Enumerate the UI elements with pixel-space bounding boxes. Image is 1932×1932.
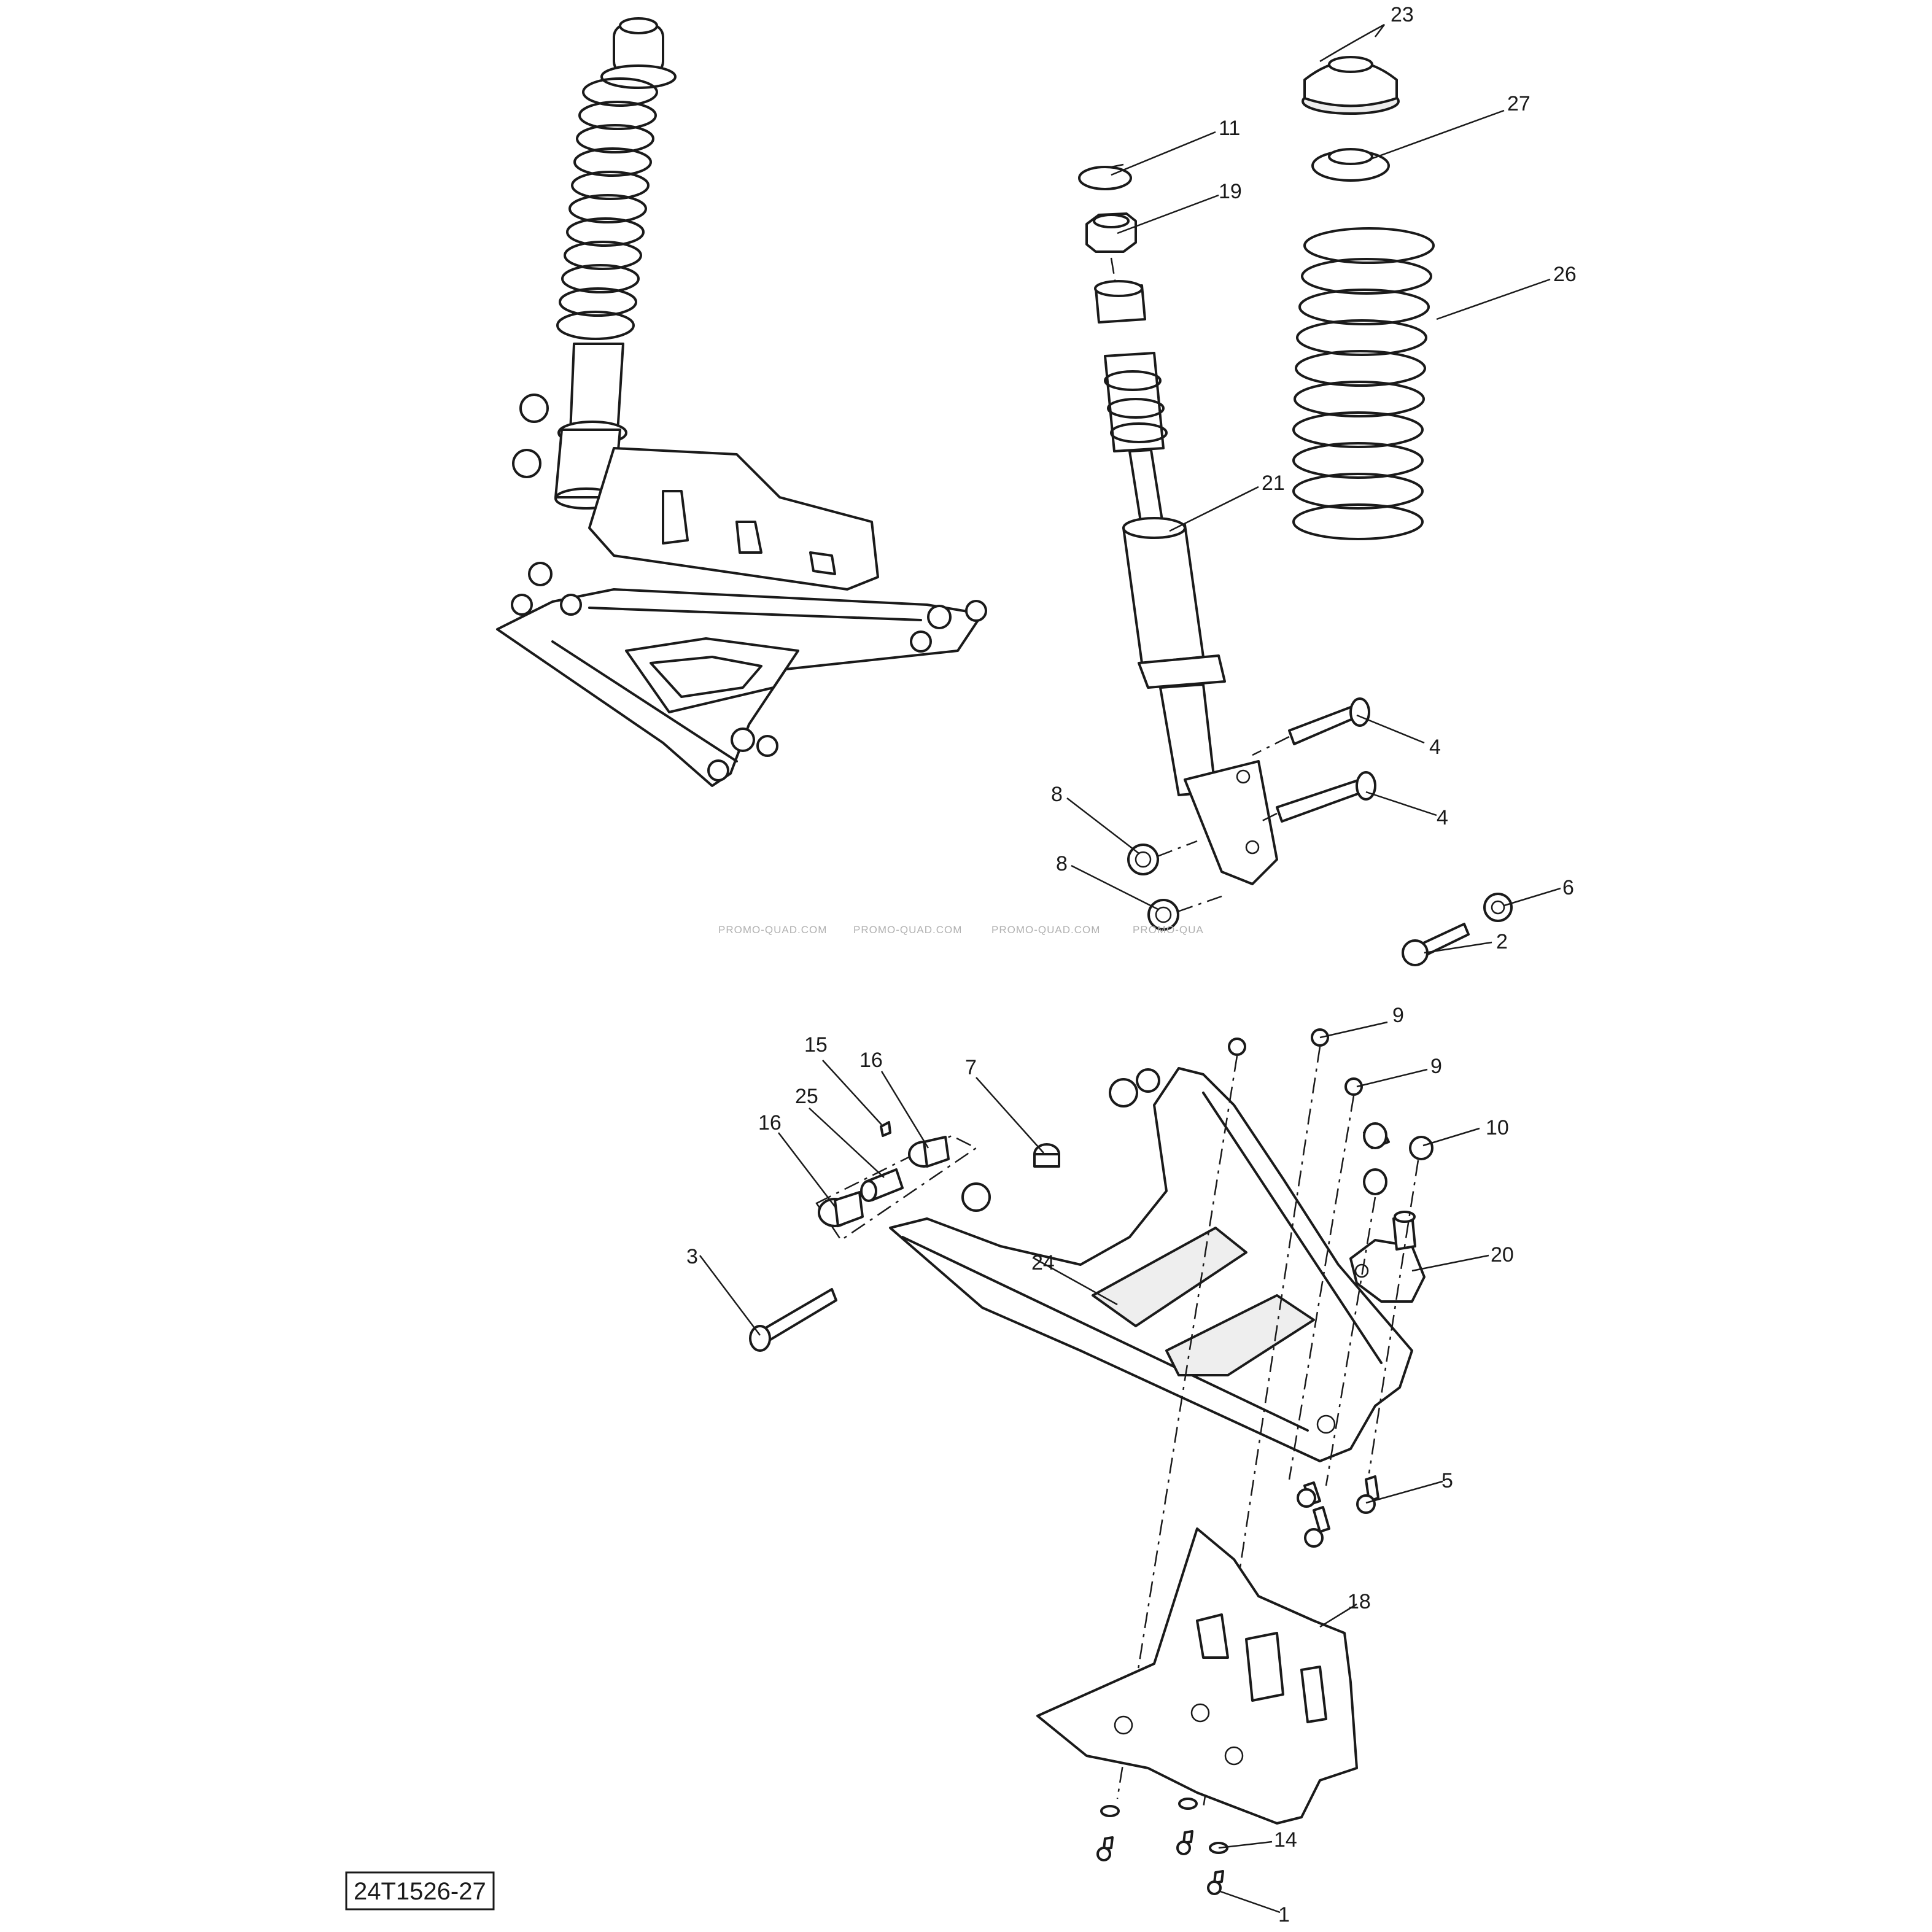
callout-9-lower: 9 <box>1430 1055 1442 1078</box>
part-18-skid-plate <box>1036 1527 1358 1825</box>
part-24-a-arm <box>889 1067 1413 1462</box>
assembled-coil-spring <box>556 77 658 340</box>
watermark-2: PROMO-QUAD.COM <box>853 924 962 936</box>
callout-10: 10 <box>1486 1116 1509 1139</box>
part-27-spring-seat <box>1311 148 1390 182</box>
part-1-bolts <box>1096 1830 1224 1895</box>
part-4-bolt-upper <box>1288 697 1370 745</box>
part-16-bushing-right <box>908 1136 950 1168</box>
part-14-washers <box>1100 1798 1228 1854</box>
callout-20: 20 <box>1491 1243 1514 1267</box>
assembled-a-arm <box>496 562 987 787</box>
part-23-spring-retainer <box>1302 56 1400 115</box>
part-9-nut-upper <box>1228 1028 1329 1056</box>
part-8-nut-lower <box>1147 899 1179 931</box>
callout-6: 6 <box>1562 876 1574 899</box>
diagram-reference-box: 24T1526-27 <box>345 1871 495 1911</box>
part-4-bolt-lower <box>1276 771 1376 823</box>
watermark-4: PROMO-QUA <box>1133 924 1204 936</box>
part-21-shock-absorber <box>1094 280 1278 885</box>
part-8-nut-upper <box>1127 844 1159 875</box>
callout-4-upper: 4 <box>1429 735 1441 759</box>
callout-leaders <box>699 23 1561 1914</box>
watermark-1: PROMO-QUAD.COM <box>718 924 827 936</box>
part-3-bolt <box>749 1288 837 1352</box>
part-25-sleeve <box>860 1168 904 1202</box>
callout-3: 3 <box>686 1245 698 1268</box>
callout-11: 11 <box>1219 117 1240 140</box>
watermark-3: PROMO-QUAD.COM <box>991 924 1100 936</box>
callout-5: 5 <box>1441 1469 1453 1492</box>
callout-15: 15 <box>804 1033 828 1057</box>
callout-27: 27 <box>1507 92 1530 115</box>
callout-18: 18 <box>1348 1590 1371 1613</box>
part-20-ball-joint <box>1349 1211 1426 1303</box>
assembled-skid-plate <box>588 447 879 591</box>
callout-2: 2 <box>1496 930 1508 953</box>
part-15-pin <box>880 1121 891 1137</box>
part-10-nuts <box>1363 1122 1433 1195</box>
callout-24: 24 <box>1031 1251 1055 1274</box>
part-16-bushing-left <box>818 1191 864 1227</box>
part-19-lock-nut <box>1085 212 1137 253</box>
callout-16-lower: 16 <box>758 1111 782 1135</box>
callout-9-upper: 9 <box>1392 1004 1404 1027</box>
part-6-nut <box>1483 893 1513 922</box>
assembled-suspension-view <box>496 17 987 787</box>
callout-8-lower: 8 <box>1056 852 1068 875</box>
part-11-circlip <box>1078 163 1132 190</box>
callout-23: 23 <box>1391 3 1414 26</box>
callout-19: 19 <box>1219 180 1242 203</box>
part-5-bolts <box>1297 1475 1379 1548</box>
callout-4-lower: 4 <box>1437 806 1448 829</box>
callout-25: 25 <box>795 1085 818 1108</box>
callout-21: 21 <box>1262 471 1285 495</box>
assembled-shock-top-cap <box>600 17 677 89</box>
callout-26: 26 <box>1553 263 1577 286</box>
part-2-bolt <box>1402 923 1470 966</box>
part-26-coil-spring <box>1292 227 1435 540</box>
part-9-nut-lower <box>1344 1077 1363 1096</box>
callout-7: 7 <box>965 1056 977 1079</box>
callout-16-upper: 16 <box>859 1049 883 1072</box>
callout-14: 14 <box>1274 1828 1297 1852</box>
callout-1: 1 <box>1278 1903 1290 1926</box>
diagram-reference-number: 24T1526-27 <box>354 1878 486 1905</box>
callout-8-upper: 8 <box>1051 783 1063 806</box>
